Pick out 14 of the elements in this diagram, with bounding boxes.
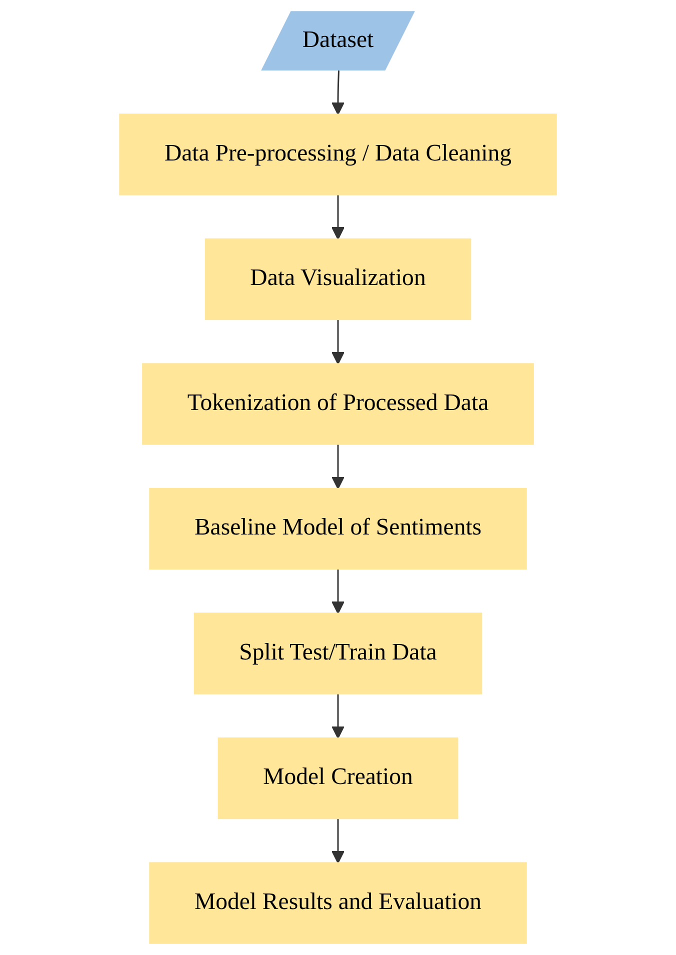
node-box: Split Test/Train Data	[194, 612, 482, 694]
arrow	[331, 694, 345, 739]
arrow	[331, 818, 345, 864]
arrow	[331, 568, 345, 614]
node-box: Data Visualization	[204, 238, 472, 320]
node-box: Data Pre-processing / Data Cleaning	[119, 114, 557, 196]
arrow	[331, 70, 345, 115]
arrow	[331, 319, 345, 364]
arrow	[331, 194, 345, 240]
node-box: Model Results and Evaluation	[149, 862, 527, 944]
node-box: Baseline Model of Sentiments	[149, 488, 527, 570]
arrow	[331, 444, 345, 490]
node-box: Tokenization of Processed Data	[142, 363, 534, 445]
node-box: Model Creation	[218, 737, 458, 820]
